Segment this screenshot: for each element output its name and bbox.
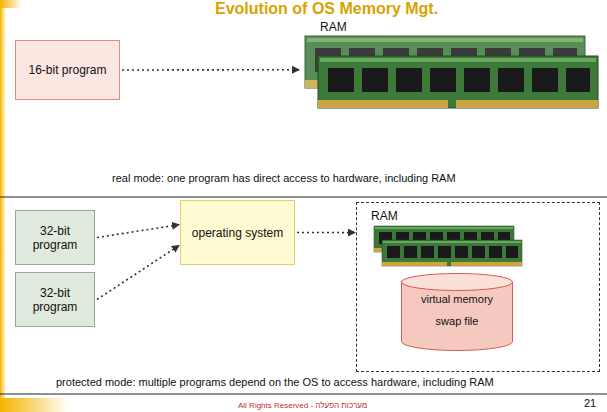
dotted-arrow [122, 69, 299, 71]
cylinder-body [402, 282, 513, 351]
swap-file-cylinder: virtual memory swap file [401, 273, 513, 351]
slide-number: 21 [584, 397, 596, 409]
dotted-arrow [97, 246, 179, 300]
cylinder-label: virtual memory [421, 293, 493, 305]
cylinder-label: swap file [436, 315, 479, 327]
copyright-footer: All Rights Reserved - מערכות הפעלה [238, 401, 367, 410]
program-box: 32-bit program [15, 272, 95, 327]
cylinder-top [402, 274, 513, 291]
os-box: operating system [180, 200, 295, 265]
mode-caption: protected mode: multiple programs depend… [56, 376, 494, 388]
program-box: 16-bit program [15, 40, 120, 100]
separator-line [0, 197, 607, 198]
node-label: 32-bit program [22, 224, 88, 252]
ram-module: RAM [300, 18, 600, 112]
separator-line [0, 394, 607, 395]
ram-illustration [382, 240, 522, 266]
memory-region: RAM virtual memory swap file [356, 202, 600, 372]
dotted-arrow [297, 232, 355, 234]
dotted-arrow [97, 225, 179, 238]
cylinder-shape [401, 273, 513, 351]
program-box: 32-bit program [15, 210, 95, 265]
mode-caption: real mode: one program has direct access… [112, 172, 456, 184]
slide-title: Evolution of OS Memory Mgt. [215, 0, 438, 18]
ram-illustration [318, 56, 598, 108]
node-label: operating system [192, 226, 283, 240]
node-label: RAM [320, 20, 347, 34]
node-label: RAM [371, 209, 398, 223]
node-label: 16-bit program [28, 63, 106, 77]
accent-bar [0, 0, 5, 412]
accent-bottom [0, 398, 70, 412]
node-label: 32-bit program [22, 286, 88, 314]
accent-corner [0, 0, 22, 8]
